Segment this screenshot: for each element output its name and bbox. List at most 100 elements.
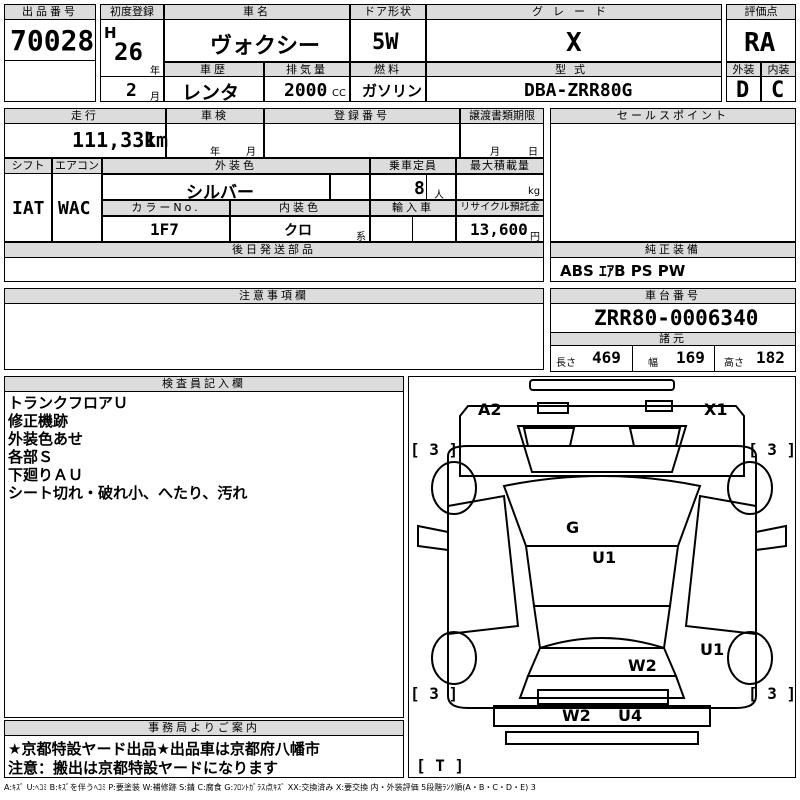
fuel-label: 燃料	[350, 62, 426, 77]
tire-front-left-tread: [ 3 ]	[410, 440, 459, 459]
inspection-year-unit: 年	[210, 147, 220, 158]
damage-mark-u1-right: U1	[700, 640, 725, 659]
shift: IAT	[12, 198, 45, 219]
lot-number: 70028	[10, 24, 95, 57]
capacity-box	[370, 174, 456, 200]
month-unit: 月	[150, 92, 160, 103]
score-label: 評価点	[726, 4, 796, 20]
genuine-equipment: ABS ｴｱB PS PW	[560, 262, 686, 280]
door-type: 5W	[372, 30, 399, 55]
notes-label: 注意事項欄	[4, 288, 544, 304]
registration-month: 2	[126, 80, 137, 101]
body-outline-part	[447, 445, 757, 709]
front-panel-part	[537, 402, 569, 414]
rear-bottom-part	[505, 731, 699, 745]
aircon: WAC	[58, 198, 91, 219]
regno-label: 登録番号	[264, 108, 460, 124]
door-label: ドア形状	[350, 4, 426, 20]
exterior-grade: D	[736, 78, 750, 103]
inspector-note: 外装色あせ	[8, 430, 84, 448]
divider	[4, 60, 96, 61]
wheel-rear-left-part	[431, 631, 477, 685]
tire-front-right-tread: [ 3 ]	[748, 440, 797, 459]
inspection-label: 車検	[166, 108, 264, 124]
year-unit: 年	[150, 66, 160, 77]
color-no-box	[102, 216, 230, 242]
int-color: クロ	[284, 223, 312, 239]
first-registration-label: 初度登録	[100, 4, 164, 20]
rear-lamp-part	[537, 689, 669, 705]
roof-rear-part	[532, 605, 672, 649]
damage-mark-w2-bottom: W2	[562, 706, 591, 725]
damage-mark-x1: X1	[704, 400, 728, 419]
int-color-box	[230, 216, 370, 242]
car-diagram	[417, 379, 787, 745]
right-side-part	[684, 494, 757, 636]
divider	[100, 76, 164, 77]
load-unit: kg	[528, 186, 541, 197]
wheel-rear-right-part	[727, 631, 773, 685]
mirror-left-part	[417, 524, 449, 552]
ext-color: シルバー	[186, 183, 254, 203]
wheel-front-left-part	[431, 461, 477, 515]
transfer-label: 譲渡書類期限	[460, 108, 544, 124]
recycle-label: リサイクル預託金	[456, 200, 544, 216]
chassis-label: 車台番号	[550, 288, 796, 304]
interior-grade: C	[771, 78, 785, 103]
spare-tire: [ T ]	[416, 756, 465, 775]
exterior-label: 外装	[726, 62, 761, 77]
model: DBA-ZRR80G	[524, 80, 633, 101]
recycle-box	[456, 216, 544, 242]
windshield-part	[628, 427, 682, 447]
sales-point-box	[550, 108, 796, 242]
load-label: 最大積載量	[456, 158, 544, 174]
damage-mark-a2: A2	[478, 400, 502, 419]
damage-mark-w2-rear: W2	[628, 656, 657, 675]
roof-front-part	[502, 475, 702, 547]
width: 169	[676, 348, 705, 367]
int-color-unit: 系	[356, 232, 366, 243]
ext-color-box	[102, 174, 330, 200]
chassis-number: ZRR80-0006340	[594, 306, 759, 330]
wheel-front-right-part	[727, 461, 773, 515]
recycle-fee: 13,600	[470, 220, 528, 239]
lot-number-label: 出品番号	[4, 4, 96, 20]
office-line-2: 注意：搬出は京都特設ヤードになります	[8, 759, 279, 777]
genuine-label: 純正装備	[550, 242, 796, 258]
shift-label: シフト	[4, 158, 52, 174]
divider	[426, 174, 427, 200]
registration-year: 26	[114, 38, 143, 66]
import-label: 輸入車	[370, 200, 456, 216]
mileage-box	[4, 108, 166, 158]
grade-label: グレード	[426, 4, 722, 20]
front-bumper-part	[529, 379, 675, 391]
inspector-notes: トランクフロアＵ 修正機跡 外装色あせ 各部Ｓ 下廻りＡＵ シート切れ・破れ小、…	[8, 394, 247, 502]
legend: A:ｷｽﾞ U:ﾍｺﾐ B:ｷｽﾞを伴うﾍｺﾐ P:要塗装 W:補修跡 S:錆 …	[4, 783, 536, 792]
era: H	[104, 24, 117, 42]
capacity-unit: 人	[434, 190, 444, 201]
ext-color-label: 外装色	[102, 158, 370, 174]
displacement-unit: CC	[332, 88, 346, 99]
shift-box	[4, 158, 52, 242]
office-label: 事務局よりご案内	[4, 720, 404, 736]
height-label: 高さ	[724, 358, 744, 369]
color-no: 1F7	[150, 220, 179, 239]
capacity: 8	[414, 178, 425, 199]
left-side-part	[447, 494, 520, 636]
score: RA	[744, 28, 776, 58]
front-body-part	[459, 405, 745, 477]
load-box	[456, 174, 544, 200]
inspector-note: シート切れ・破れ小、へたり、汚れ	[8, 484, 248, 502]
damage-mark-u1-roof: U1	[592, 548, 617, 567]
fuel: ガソリン	[362, 82, 423, 100]
capacity-label: 乗車定員	[370, 158, 456, 174]
inspector-note: 下廻りＡＵ	[8, 466, 84, 484]
int-color-label: 内装色	[230, 200, 370, 216]
model-label: 型式	[426, 62, 722, 77]
car-name: ヴォクシー	[210, 34, 321, 59]
windshield-part	[516, 425, 688, 473]
grade: X	[566, 28, 582, 58]
rear-glass-part	[526, 637, 678, 677]
tire-rear-right-tread: [ 3 ]	[748, 684, 797, 703]
sales-point-label: セールスポイント	[550, 108, 796, 124]
